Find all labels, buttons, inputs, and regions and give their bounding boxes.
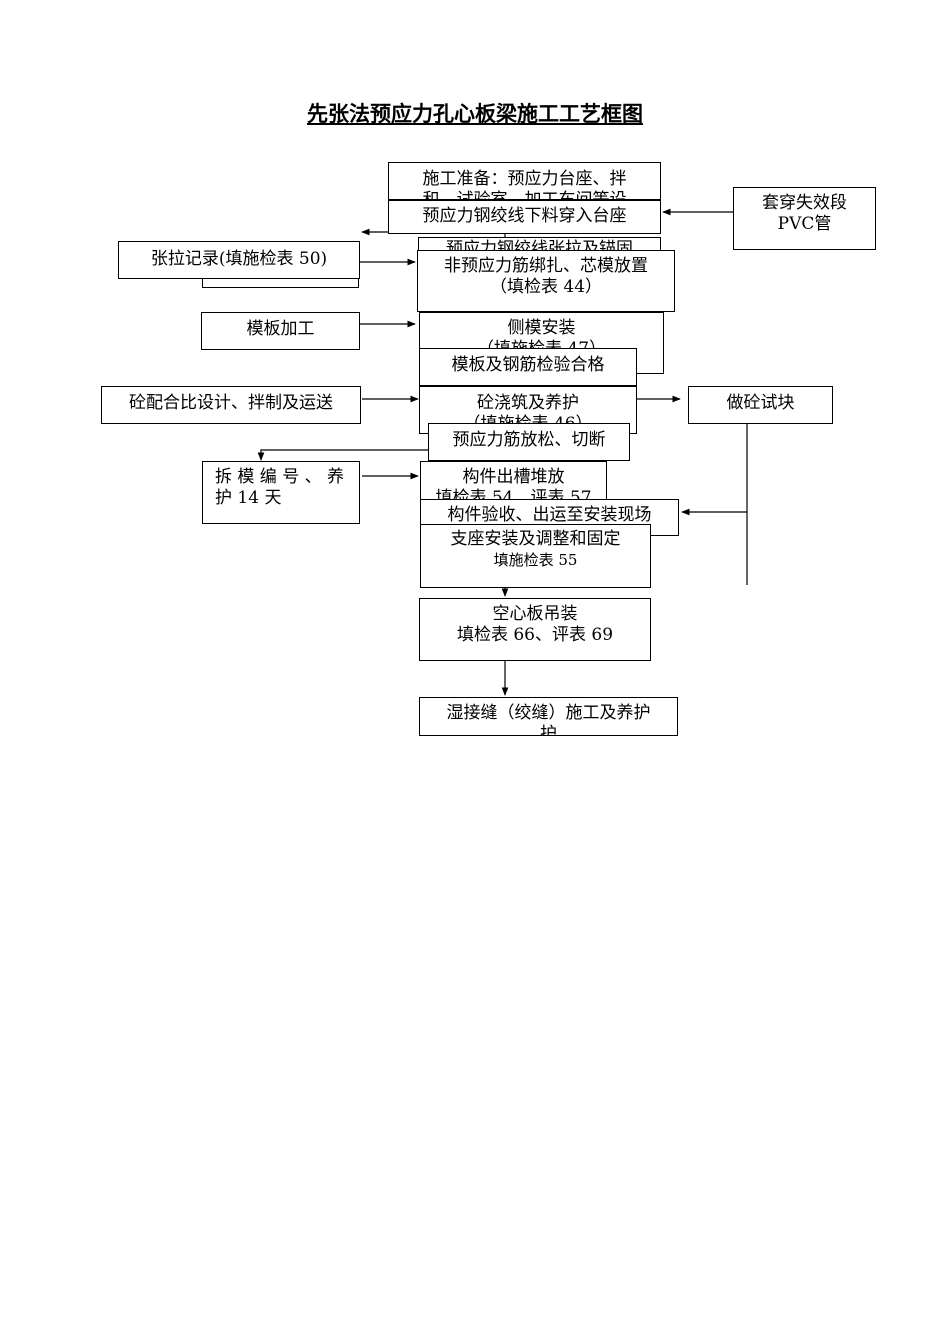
box-pvc-sleeve-line2: PVC管 (777, 214, 832, 234)
box-acceptance-label: 构件验收、出运至安装现场 (447, 505, 652, 525)
box-bearing-line2: 填施检表 55 (493, 551, 578, 569)
box-demold-cure: 拆 模 编 号 、 养 护 14 天 (202, 461, 360, 524)
box-construction-prep-line2: 和、试验室、加工车间等设 (422, 190, 627, 200)
box-demold-cure-line2: 护 14 天 (215, 488, 282, 508)
box-side-form-line1: 侧模安装 (507, 318, 576, 338)
box-pvc-sleeve: 套穿失效段 PVC管 (733, 187, 876, 250)
box-rebar-core-line1: 非预应力筋绑扎、芯模放置 (444, 256, 648, 276)
box-formwork-processing-label: 模板加工 (246, 319, 315, 339)
box-construction-prep: 施工准备：预应力台座、拌 和、试验室、加工车间等设 (388, 162, 661, 200)
box-concrete-mix: 砼配合比设计、拌制及运送 (101, 386, 361, 424)
box-bearing: 支座安装及调整和固定 填施检表 55 (420, 524, 651, 588)
box-strand-cut: 预应力钢绞线下料穿入台座 (388, 200, 661, 234)
box-formwork-processing: 模板加工 (201, 312, 360, 350)
box-construction-prep-line1: 施工准备：预应力台座、拌 (422, 169, 627, 189)
box-inspection: 模板及钢筋检验合格 (419, 348, 637, 386)
box-inspection-label: 模板及钢筋检验合格 (451, 355, 605, 375)
box-tension-record-label: 张拉记录(填施检表 50) (150, 249, 328, 269)
box-wet-joint-line1: 湿接缝（绞缝）施工及养护 (446, 703, 651, 723)
box-slab-lifting-line1: 空心板吊装 (492, 604, 578, 624)
box-stacking-line1: 构件出槽堆放 (462, 467, 565, 487)
box-stacking-line2: 填检表 54、评表 57 (435, 488, 592, 503)
box-wet-joint-line2: 护 (540, 724, 557, 736)
box-slab-lifting-line2: 填检表 66、评表 69 (456, 625, 614, 645)
box-pvc-sleeve-line1: 套穿失效段 (762, 193, 847, 213)
box-rebar-core: 非预应力筋绑扎、芯模放置 （填检表 44） (417, 250, 675, 312)
box-test-block: 做砼试块 (688, 386, 833, 424)
box-slab-lifting: 空心板吊装 填检表 66、评表 69 (419, 598, 651, 661)
box-stacking: 构件出槽堆放 填检表 54、评表 57 (420, 461, 607, 503)
box-bearing-line1: 支座安装及调整和固定 (450, 529, 621, 549)
box-test-block-label: 做砼试块 (726, 393, 795, 413)
box-wet-joint: 湿接缝（绞缝）施工及养护 护 (419, 697, 678, 736)
box-rebar-core-line2: （填检表 44） (489, 277, 603, 297)
box-concrete-pour-line1: 砼浇筑及养护 (477, 393, 579, 413)
box-strand-cut-label: 预应力钢绞线下料穿入台座 (422, 206, 627, 226)
diagram-title: 先张法预应力孔心板梁施工工艺框图 (307, 101, 643, 126)
box-release-cut: 预应力筋放松、切断 (428, 423, 630, 461)
box-release-cut-label: 预应力筋放松、切断 (452, 430, 606, 450)
box-demold-cure-line1: 拆 模 编 号 、 养 (215, 467, 345, 487)
box-concrete-mix-label: 砼配合比设计、拌制及运送 (129, 393, 333, 413)
box-tension-record: 张拉记录(填施检表 50) (118, 241, 360, 279)
